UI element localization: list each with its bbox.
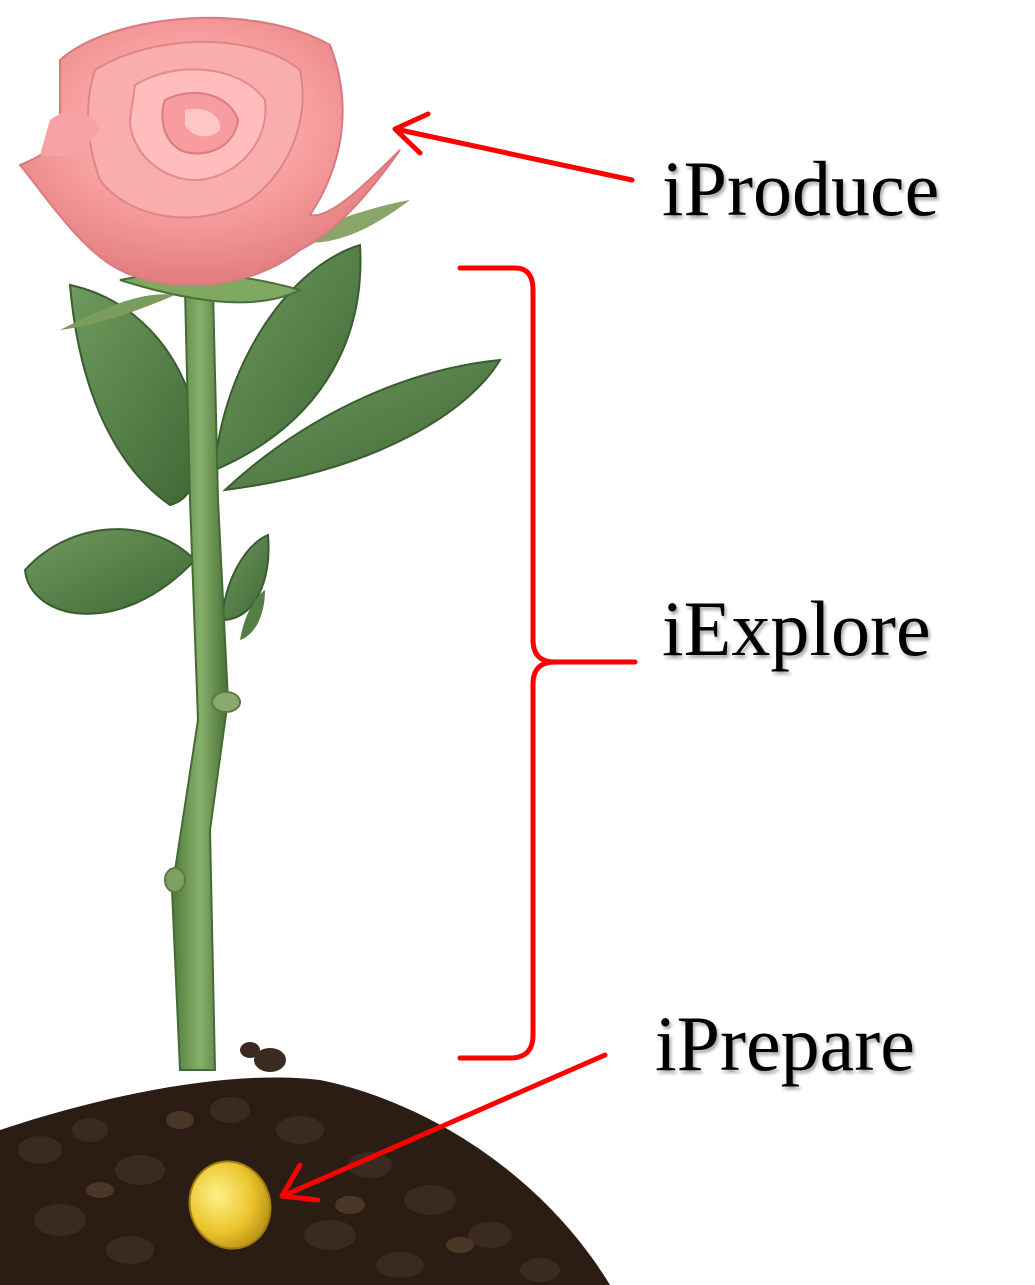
soil-mound <box>0 1042 610 1285</box>
explore-brace <box>460 268 635 1058</box>
label-iproduce: iProduce <box>662 150 939 228</box>
leaf-lower-left <box>25 529 195 614</box>
label-iprepare: iPrepare <box>655 1005 915 1083</box>
produce-arrow-line <box>400 130 632 180</box>
label-iexplore: iExplore <box>662 590 931 668</box>
rose-bloom <box>20 18 400 285</box>
leaves <box>25 245 500 640</box>
stem-node-lower <box>165 868 185 892</box>
stem-node <box>212 692 240 712</box>
